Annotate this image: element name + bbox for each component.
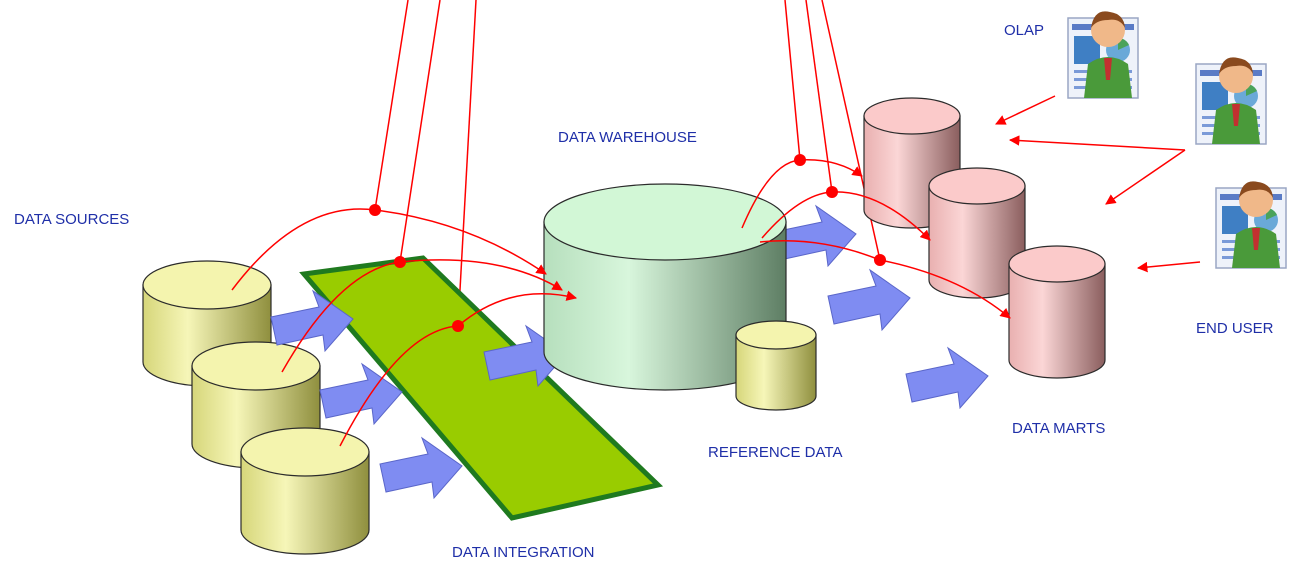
label-data-marts: DATA MARTS (1012, 420, 1106, 437)
lineage-dots (369, 154, 886, 332)
mart-cylinder-3 (1008, 245, 1106, 379)
user-icon (1215, 180, 1287, 269)
label-reference-data: REFERENCE DATA (708, 444, 843, 461)
data-integration-band (299, 255, 664, 521)
label-olap: OLAP (1004, 22, 1045, 39)
warehouse-cylinder (543, 183, 787, 391)
label-data-warehouse: DATA WAREHOUSE (558, 129, 697, 146)
mart-cylinder-2 (928, 167, 1026, 299)
flow-arrow-icon (827, 269, 911, 331)
reference-data-cylinder (735, 320, 817, 411)
user-icon (1067, 10, 1139, 99)
flow-arrow-icon (905, 347, 989, 409)
source-cylinder-3 (240, 427, 370, 555)
label-end-user: END USER (1196, 320, 1274, 337)
label-data-integration: DATA INTEGRATION (452, 544, 595, 561)
label-data-sources: DATA SOURCES (14, 211, 130, 228)
user-icon (1195, 56, 1267, 145)
